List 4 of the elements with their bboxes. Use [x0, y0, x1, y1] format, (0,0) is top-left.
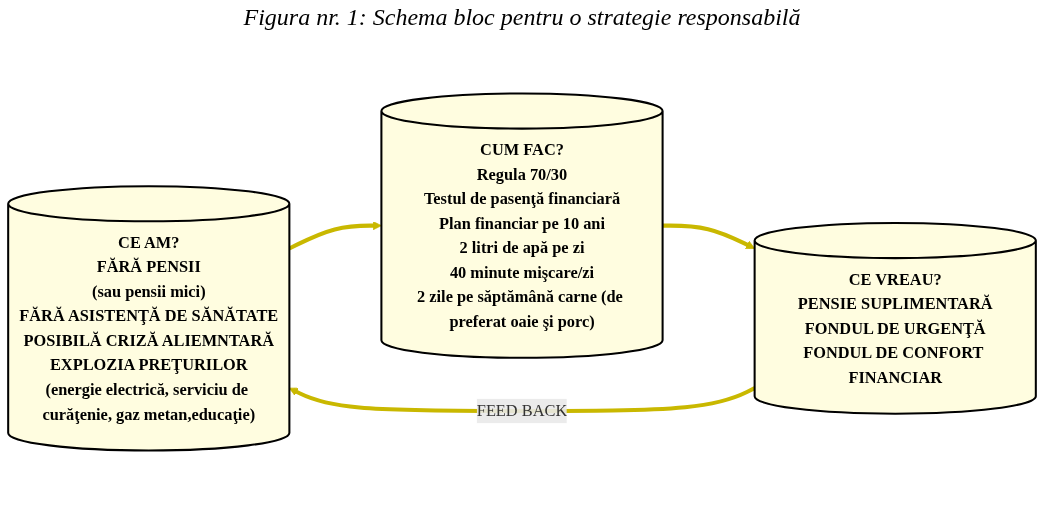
edge-label: FEED BACK — [476, 401, 568, 420]
arrow — [662, 223, 756, 249]
arrow — [288, 221, 382, 251]
figure-title: Figura nr. 1: Schema bloc pentru o strategie responsabilă — [242, 4, 802, 31]
